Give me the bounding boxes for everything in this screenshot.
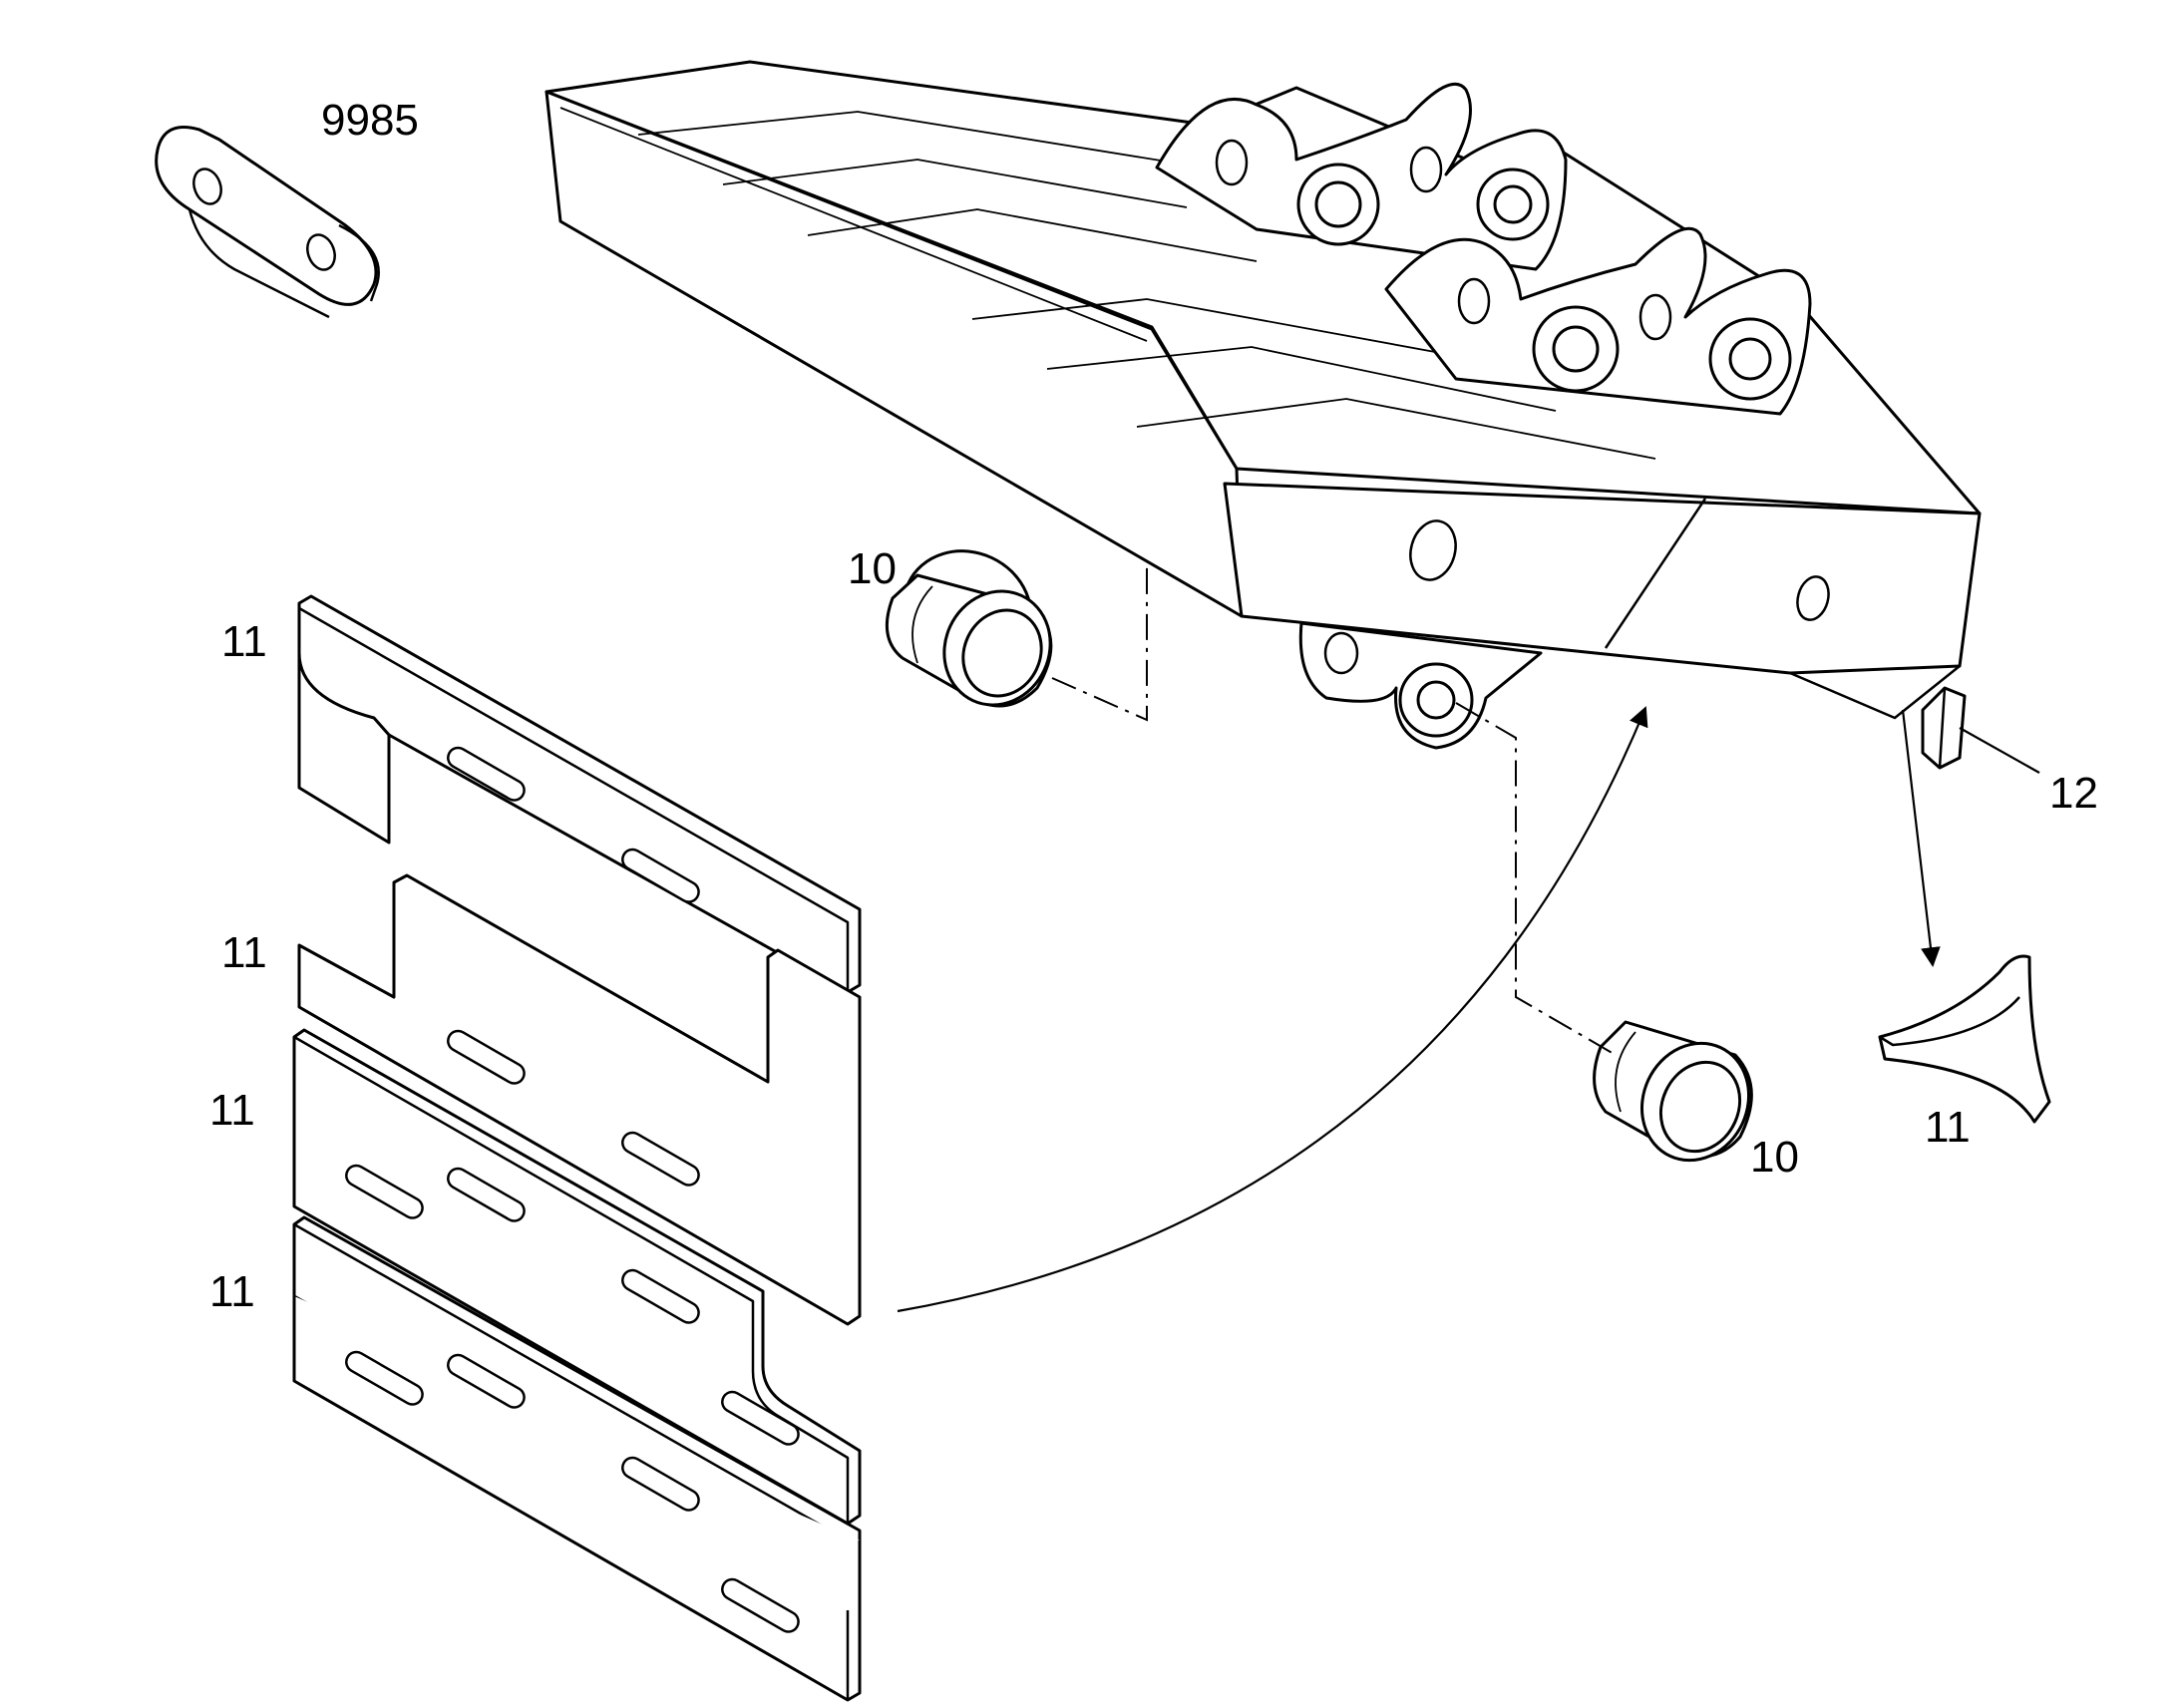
callout-9985: 9985: [321, 96, 419, 145]
side-cutter-11: [1878, 954, 2051, 1124]
mounting-lugs-underside: [1298, 621, 1543, 750]
callout-wear-plate-3: 11: [209, 1086, 255, 1135]
arrow-plates-to-frame: [897, 706, 1648, 1313]
wear-plate-4: [292, 1215, 862, 1702]
callout-12: 12: [2049, 769, 2098, 818]
bushing-lower-10: [1593, 1020, 1753, 1163]
mounting-lugs-front: [1384, 226, 1812, 416]
bushing-upper-10: [885, 549, 1053, 708]
callout-bushing-lower: 10: [1750, 1133, 1799, 1182]
tooth-adapter-12: [1921, 686, 1967, 770]
arrow-to-side-cutter: [1901, 709, 1941, 967]
callout-wear-plate-2: 11: [221, 928, 267, 977]
mounting-lugs-rear: [1155, 82, 1568, 271]
wear-plate-2: [297, 873, 862, 1326]
callout-wear-plate-4: 11: [209, 1267, 255, 1316]
callout-bushing-upper: 10: [848, 544, 897, 593]
wear-plate-3: [292, 1028, 862, 1526]
bucket-frame: [545, 60, 1982, 720]
callout-wear-plate-1: 11: [221, 617, 267, 666]
callout-side-cutter: 11: [1925, 1103, 1971, 1152]
link-plate-9985: [155, 126, 380, 319]
wear-plate-1: [297, 594, 862, 994]
